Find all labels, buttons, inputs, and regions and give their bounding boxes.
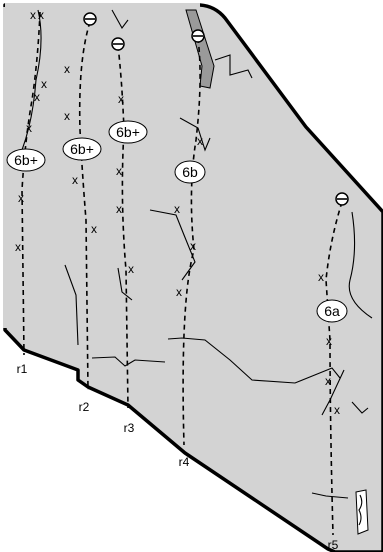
svg-text:x: x — [91, 222, 97, 236]
svg-text:x: x — [325, 374, 331, 388]
grade-text-r3: 6b+ — [116, 124, 140, 140]
svg-text:x: x — [26, 121, 32, 135]
svg-text:x: x — [334, 403, 340, 417]
svg-text:x: x — [190, 239, 196, 253]
grade-text-r4: 6b — [182, 164, 198, 180]
route-labels: r1 r2 r3 r4 r5 — [17, 362, 339, 552]
route-label-r3: r3 — [124, 421, 135, 435]
route-line-r4 — [182, 37, 201, 446]
grade-text-r1: 6b+ — [14, 152, 38, 168]
anchors — [83, 12, 349, 206]
gully-feature — [185, 9, 215, 89]
lower-off-anchor-icon — [335, 192, 349, 206]
rock-face — [3, 3, 383, 552]
lower-off-anchor-icon — [191, 29, 205, 43]
svg-text:x: x — [72, 173, 78, 187]
svg-text:x: x — [326, 334, 332, 348]
svg-text:x: x — [64, 62, 70, 76]
grade-badge-r5: 6a — [316, 299, 348, 323]
grade-text-r2: 6b+ — [70, 141, 94, 157]
svg-text:x: x — [116, 164, 122, 178]
grade-labels: 6b+ 6b+ 6b+ 6b 6a — [6, 120, 348, 323]
svg-text:x: x — [34, 90, 40, 104]
svg-text:x: x — [18, 191, 24, 205]
svg-text:x: x — [118, 92, 124, 106]
route-label-r2: r2 — [79, 400, 90, 414]
lower-off-anchor-icon — [111, 37, 125, 51]
route-label-r5: r5 — [328, 538, 339, 552]
svg-text:x: x — [15, 240, 21, 254]
svg-text:x: x — [38, 8, 44, 22]
grade-text-r5: 6a — [324, 303, 340, 319]
svg-text:x: x — [30, 8, 36, 22]
grade-badge-r3: 6b+ — [108, 120, 148, 144]
route-label-r4: r4 — [179, 455, 190, 469]
svg-text:x: x — [128, 262, 134, 276]
svg-text:x: x — [197, 134, 203, 148]
grade-badge-r1: 6b+ — [6, 148, 46, 172]
svg-text:x: x — [116, 202, 122, 216]
route-line-r2 — [78, 21, 91, 391]
rope-coil — [355, 489, 369, 535]
grade-badge-r2: 6b+ — [62, 137, 102, 161]
grade-badge-r4: 6b — [174, 160, 206, 184]
svg-text:x: x — [318, 270, 324, 284]
svg-text:x: x — [174, 202, 180, 216]
route-label-r1: r1 — [17, 362, 28, 376]
svg-text:x: x — [64, 109, 70, 123]
svg-text:x: x — [41, 77, 47, 91]
svg-text:x: x — [176, 285, 182, 299]
lower-off-anchor-icon — [83, 12, 97, 26]
